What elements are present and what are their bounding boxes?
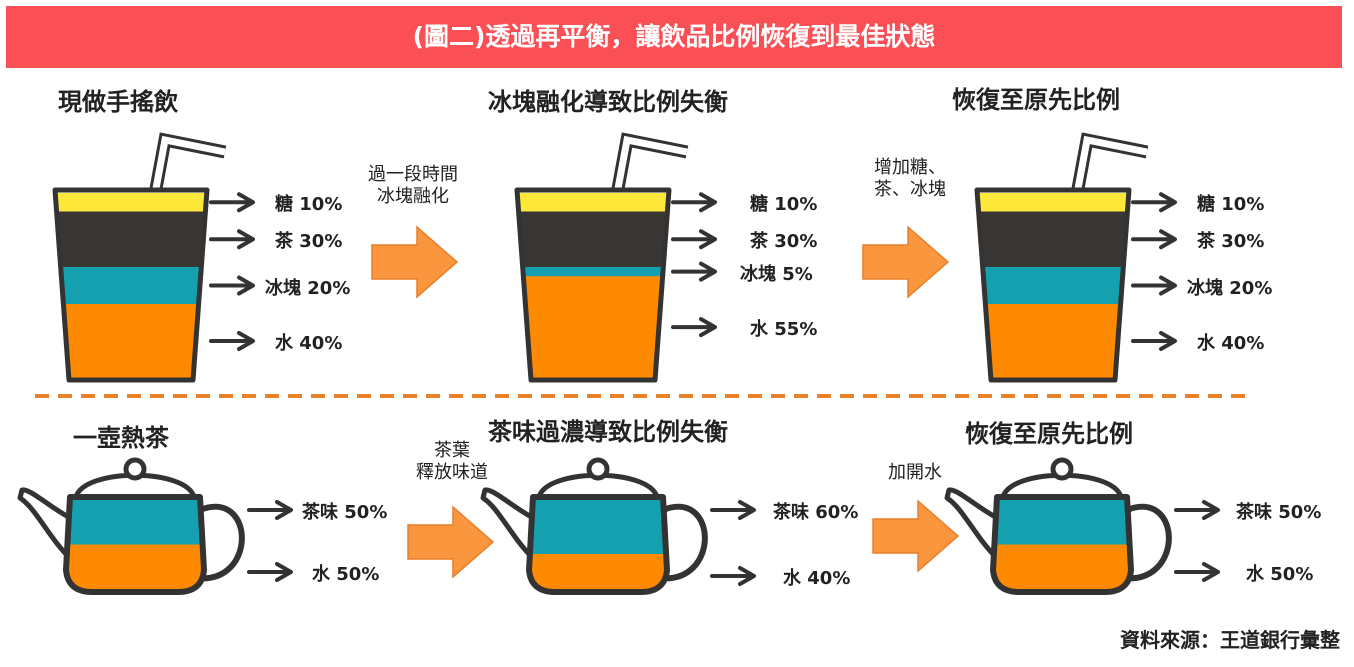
teapot-layer-label: 茶味 60% [773, 502, 859, 523]
layer-arrow [710, 566, 756, 586]
transition-note: 增加糖、 茶、冰塊 [874, 157, 946, 200]
cup-layer-4 [517, 276, 669, 379]
cup-layer-2 [517, 211, 669, 268]
layer-arrow [209, 275, 255, 296]
process-arrow [407, 505, 495, 579]
process-arrow [872, 499, 960, 573]
drink-layer-label: 糖 10% [275, 194, 343, 216]
drink-layer-label: 水 40% [1197, 333, 1265, 354]
layer-arrow [1131, 229, 1177, 250]
source-note: 資料來源：王道銀行彙整 [1120, 628, 1340, 652]
cup-layer-3 [977, 267, 1129, 305]
straw [1073, 135, 1148, 195]
teapot-body-outline [526, 494, 670, 595]
cup-layer-3 [55, 267, 207, 305]
cup-layer-2 [55, 211, 207, 268]
cup-contents [977, 190, 1129, 380]
cup-contents [517, 190, 669, 380]
layer-arrow [247, 500, 293, 520]
process-arrow [862, 225, 950, 299]
teapot-heading-1: 一壺熱茶 [73, 424, 169, 452]
teapot-layer-2 [66, 544, 204, 592]
cup-outline [974, 187, 1132, 383]
teapot-layer-2 [529, 554, 667, 592]
teapot-contents [993, 497, 1131, 592]
teapot-layer-label: 水 40% [783, 568, 851, 589]
teapot-lid-knob [123, 457, 147, 481]
teapot-layer-1 [529, 497, 667, 555]
drink-layer-label: 糖 10% [1197, 194, 1265, 216]
drink-heading-3: 恢復至原先比例 [952, 86, 1120, 114]
drink-layer-label: 水 40% [275, 333, 343, 354]
page-title: (圖二)透過再平衡，讓飲品比例恢復到最佳狀態 [412, 22, 936, 51]
layer-arrow [671, 317, 717, 338]
teapot-layer-label: 水 50% [1246, 564, 1314, 585]
drink-layer-label: 糖 10% [750, 194, 818, 216]
drink-layer-label: 冰塊 5% [740, 263, 813, 285]
teapot-handle [195, 504, 245, 582]
layer-arrow [1174, 562, 1220, 582]
layer-arrow [247, 562, 293, 582]
cup-outline [514, 187, 672, 383]
layer-arrow [1131, 275, 1177, 296]
drink-layer-label: 冰塊 20% [265, 277, 351, 299]
title-banner: (圖二)透過再平衡，讓飲品比例恢復到最佳狀態 [6, 6, 1342, 68]
drink-heading-2: 冰塊融化導致比例失衡 [488, 88, 728, 116]
transition-note: 茶葉 釋放味道 [416, 440, 488, 483]
teapot-body-outline [990, 494, 1134, 595]
layer-arrow [671, 192, 717, 213]
cup-layer-4 [55, 304, 207, 379]
teapot-layer-label: 茶味 50% [302, 502, 388, 523]
layer-arrow [209, 192, 255, 213]
straw [151, 135, 226, 195]
layer-arrow [1131, 192, 1177, 213]
teapot-heading-3: 恢復至原先比例 [965, 420, 1133, 448]
cup-layer-1 [55, 193, 207, 212]
layer-arrow [209, 331, 255, 351]
teapot-handle [1122, 504, 1172, 582]
drink-layer-label: 水 55% [750, 319, 818, 341]
teapot-layer-label: 水 50% [312, 564, 380, 585]
layer-arrow [671, 229, 717, 250]
drink-layer-label: 茶 30% [275, 231, 343, 253]
drink-heading-1: 現做手搖飲 [58, 88, 178, 116]
drink-layer-label: 茶 30% [1197, 231, 1265, 253]
transition-note: 加開水 [888, 462, 942, 483]
teapot-spout [17, 487, 76, 562]
teapot-layer-1 [993, 497, 1131, 545]
teapot-heading-2: 茶味過濃導致比例失衡 [488, 418, 728, 446]
straw [613, 135, 688, 195]
teapot-spout [944, 487, 1003, 562]
cup-layer-1 [517, 193, 669, 212]
teapot-lid-knob [1050, 457, 1074, 481]
drink-layer-label: 茶 30% [750, 231, 818, 253]
teapot-contents [529, 497, 667, 592]
process-arrow [371, 225, 459, 299]
teapot-body-outline [63, 494, 207, 595]
layer-arrow [710, 500, 756, 520]
cup-contents [55, 190, 207, 380]
teapot-layer-2 [993, 544, 1131, 592]
layer-arrow [209, 229, 255, 250]
cup-layer-4 [977, 304, 1129, 379]
teapot-layer-1 [66, 497, 204, 545]
cup-layer-2 [977, 211, 1129, 268]
teapot-contents [66, 497, 204, 592]
cup-layer-3 [517, 267, 669, 277]
drink-layer-label: 冰塊 20% [1187, 277, 1273, 299]
teapot-handle [658, 504, 708, 582]
teapot-layer-label: 茶味 50% [1236, 502, 1322, 523]
layer-arrow [1174, 500, 1220, 520]
transition-note: 過一段時間 冰塊融化 [368, 164, 458, 207]
teapot-lid-knob [586, 457, 610, 481]
layer-arrow [1131, 331, 1177, 351]
cup-outline [52, 187, 210, 383]
teapot-spout [480, 487, 539, 562]
cup-layer-1 [977, 193, 1129, 212]
layer-arrow [671, 261, 717, 282]
